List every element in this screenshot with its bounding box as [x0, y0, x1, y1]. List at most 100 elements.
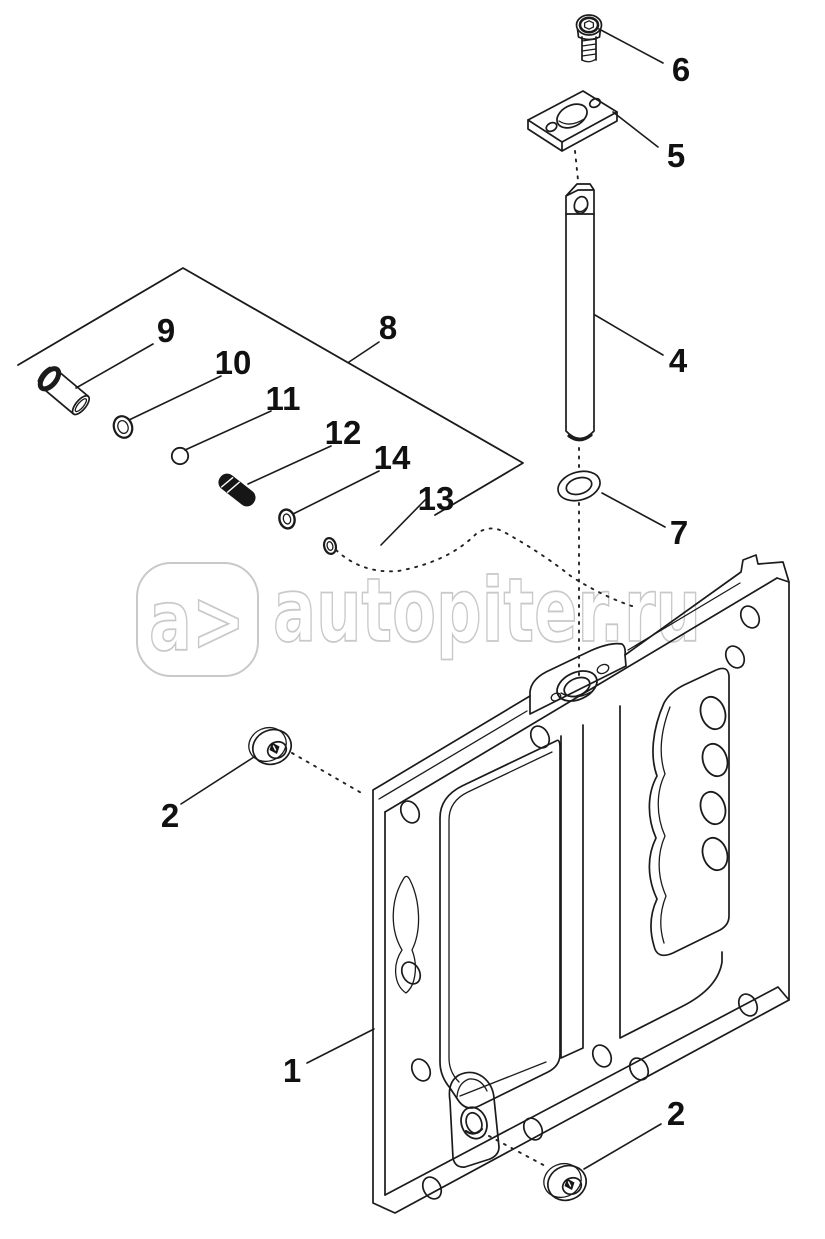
- plate-boss-small-hole: [550, 692, 562, 702]
- bolt-hole: [421, 1176, 443, 1200]
- plug-face: [561, 1176, 583, 1196]
- seal-ring-outer: [278, 508, 296, 530]
- washer-outer: [112, 415, 134, 439]
- plug-outer: [251, 728, 293, 766]
- plate-lug-rim: [456, 1078, 488, 1098]
- part-seal-ring: [278, 508, 296, 530]
- part-spring: [218, 473, 256, 507]
- callout-13: 13: [418, 480, 455, 517]
- plate-wavy-panel: [648, 667, 730, 957]
- plate-bolt-holes: [399, 605, 761, 1200]
- bolt-hole: [628, 1057, 650, 1081]
- part-shift-rod: [565, 183, 595, 442]
- part-pin: [37, 366, 91, 416]
- part-plug-top: [248, 726, 293, 766]
- o-ring-small-inner: [326, 541, 334, 551]
- plate-band-small-hole: [596, 663, 610, 675]
- callout-6: 6: [672, 51, 690, 88]
- plate-top-chamfer: [378, 582, 741, 800]
- plate-front-bottom-edge: [384, 986, 790, 1196]
- bolt-hole: [400, 961, 422, 985]
- pin-head-edge: [37, 366, 51, 383]
- part-washer: [112, 415, 134, 439]
- callout-10: 10: [215, 344, 252, 381]
- pin-open-end-inner: [74, 398, 88, 413]
- seal-ring-inner: [282, 513, 292, 525]
- callout-2-bottom: 2: [667, 1095, 685, 1132]
- watermark: a> autopiter.ru: [136, 558, 702, 677]
- part-retainer-plate: [527, 90, 618, 152]
- o-ring-inner: [565, 476, 593, 496]
- leader-1: [306, 1028, 375, 1064]
- part-group-bracket-line: [17, 267, 524, 516]
- watermark-logo-text: a>: [149, 572, 245, 670]
- leader-9: [75, 343, 154, 389]
- pin-open-end: [71, 394, 91, 416]
- bolt-hole: [410, 1058, 432, 1082]
- bolt-hole: [724, 645, 746, 669]
- bolt-hole: [737, 993, 759, 1017]
- callout-8: 8: [379, 309, 397, 346]
- rod-tang-hole-depth: [575, 207, 587, 213]
- panel-slot: [701, 836, 729, 872]
- bolt-hole: [739, 605, 761, 629]
- spring-coil-lines: [220, 477, 240, 493]
- rod-body: [565, 213, 595, 440]
- part-o-ring-large: [557, 470, 601, 502]
- leader-2-bottom: [583, 1123, 662, 1170]
- screw-head-rim: [578, 16, 600, 34]
- plate-lug: [448, 1071, 500, 1168]
- callout-9: 9: [157, 312, 175, 349]
- leader-4: [594, 314, 664, 356]
- plate-boss-bore-depth: [560, 691, 592, 698]
- leader-2-top: [180, 756, 255, 805]
- retainer-hole-depth: [558, 118, 585, 125]
- leader-14: [292, 470, 380, 515]
- plug-rim: [543, 1162, 582, 1199]
- plug-center-slot: [567, 1181, 572, 1187]
- leader-8: [348, 341, 380, 363]
- o-ring-outer: [557, 470, 601, 502]
- callout-labels: 6 5 4 7 8 9 10 11 12 14 13 2 1 2: [157, 51, 690, 1132]
- callout-1: 1: [283, 1052, 301, 1089]
- plug-outer: [546, 1164, 588, 1202]
- callout-7: 7: [670, 514, 688, 551]
- bolt-hole: [399, 800, 421, 824]
- plate-silhouette: [372, 554, 790, 1214]
- rod-tang: [565, 183, 595, 215]
- assembly-dotted-lines: [291, 150, 636, 1169]
- leader-5: [612, 111, 659, 148]
- callout-14: 14: [374, 439, 411, 476]
- watermark-site-text: autopiter.ru: [273, 559, 701, 662]
- bolt-hole: [529, 725, 551, 749]
- plug-rim: [248, 726, 287, 763]
- plate-center-divider: [560, 724, 584, 1059]
- dotted-ring13-to-plate: [335, 527, 636, 608]
- part-ball: [170, 446, 190, 466]
- plate-lug-bore-shade: [464, 1127, 484, 1135]
- spring-body: [218, 473, 256, 507]
- callout-11: 11: [266, 380, 301, 417]
- leader-10: [128, 375, 222, 421]
- dotted-plate5-to-rod: [574, 150, 579, 181]
- leader-6: [598, 28, 664, 64]
- pin-body: [40, 368, 90, 415]
- plate-boss-bore-outer: [556, 670, 598, 702]
- part-cap-screw: [575, 14, 603, 63]
- panel-slot: [701, 742, 729, 778]
- part-plug-bottom: [543, 1162, 588, 1202]
- plate-boss-bore-inner: [563, 676, 591, 698]
- dotted-plug-top-to-plate: [291, 752, 366, 796]
- plate-lug-bore: [460, 1106, 488, 1140]
- bolt-hole: [522, 1117, 544, 1141]
- callout-5: 5: [667, 137, 685, 174]
- plug-face: [266, 740, 288, 760]
- screw-threads: [581, 38, 597, 63]
- plate-wavy-panel-inner: [657, 706, 671, 944]
- pin-head: [37, 366, 62, 392]
- callout-4: 4: [669, 342, 688, 379]
- callout-12: 12: [325, 414, 362, 451]
- watermark-logo-box: [136, 562, 259, 677]
